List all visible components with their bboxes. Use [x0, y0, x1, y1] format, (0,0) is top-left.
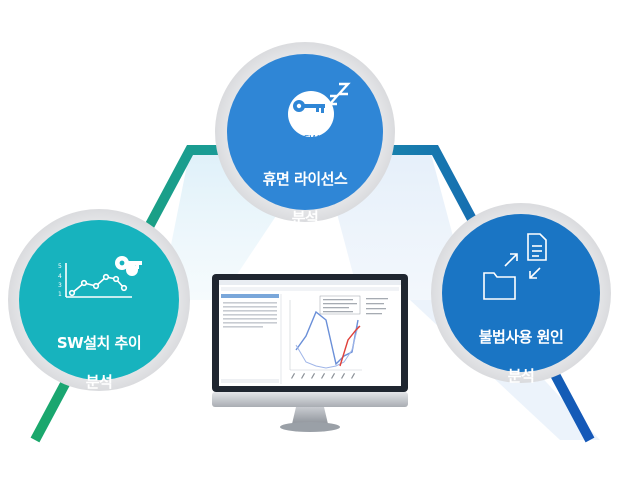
circle-illegal	[442, 214, 600, 372]
trend-chart-icon	[65, 263, 132, 298]
circle-install-group: 5 4 3 1	[8, 209, 190, 391]
svg-text:3: 3	[58, 282, 62, 289]
sw-label: SW	[303, 134, 319, 145]
label-illegal-line2: 분석	[507, 366, 535, 385]
monitor-base	[280, 422, 340, 432]
screen-status-bar	[221, 379, 279, 383]
screen-table-header	[221, 294, 279, 298]
screen-table-rows	[223, 302, 277, 328]
label-install-line2: 분석	[85, 372, 113, 391]
label-install: SW설치 추이 분석	[34, 314, 164, 392]
label-illegal-line1: 불법사용 원인	[478, 327, 564, 346]
svg-text:5: 5	[58, 263, 62, 270]
label-dormant-line2: 분석	[291, 208, 319, 227]
svg-text:4: 4	[58, 273, 62, 280]
label-illegal: 불법사용 원인 분석	[451, 308, 591, 386]
key-sleep-icon	[293, 100, 325, 113]
circle-install	[19, 220, 179, 380]
screen-mini-chart	[289, 295, 388, 379]
zz-icon	[327, 82, 351, 106]
sw-text: SW	[296, 120, 326, 146]
screen-filterbar	[221, 287, 399, 291]
circle-illegal-group	[431, 203, 611, 383]
screen-toolbar	[219, 280, 401, 285]
svg-text:1: 1	[58, 291, 62, 298]
folder-document-icon	[483, 233, 547, 300]
keys-icon	[115, 256, 142, 276]
monitor	[212, 274, 408, 432]
axis-digits: 5 4 3 1	[58, 263, 62, 298]
monitor-chin	[212, 392, 408, 407]
label-dormant: 휴면 라이선스 분석	[240, 150, 370, 228]
label-dormant-line1: 휴면 라이선스	[262, 169, 348, 188]
circle-dormant-group	[215, 42, 395, 222]
label-install-line1: SW설치 추이	[56, 333, 142, 352]
monitor-neck	[292, 407, 328, 424]
